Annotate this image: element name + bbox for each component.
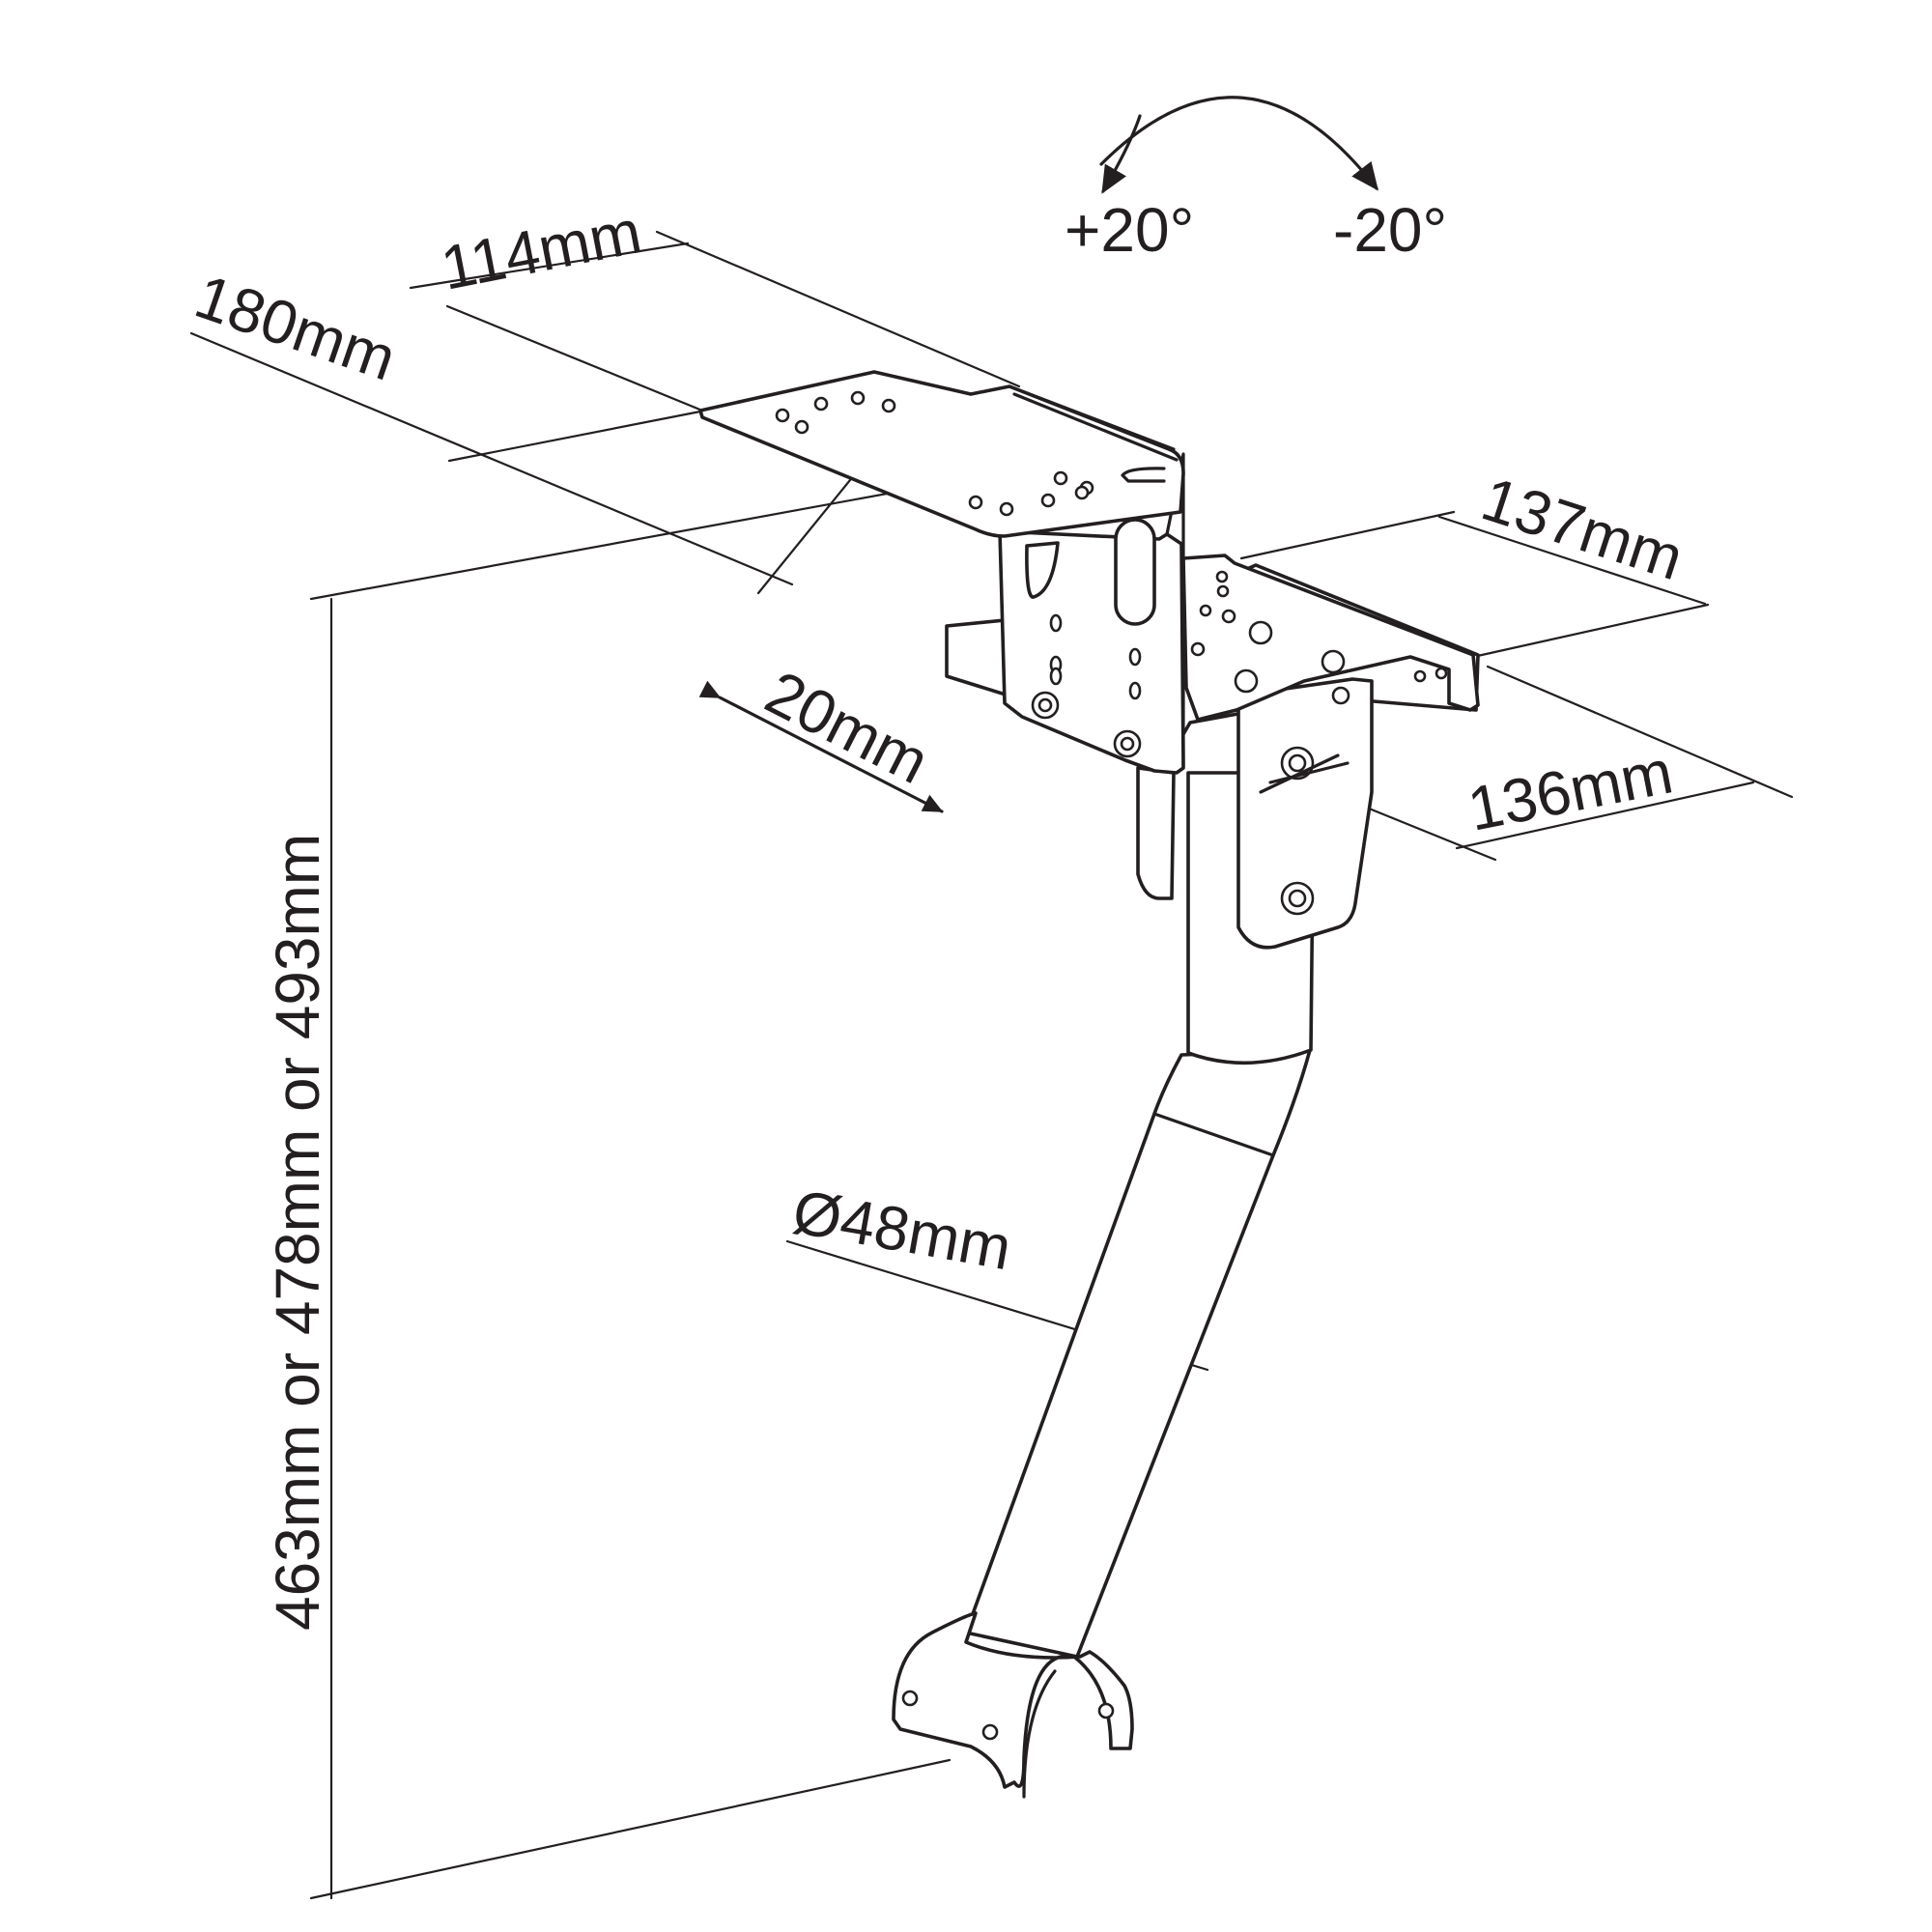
dimension-lines: [189, 230, 1794, 1900]
top-plate-length-label: 180mm: [186, 261, 404, 394]
offset-label: 20mm: [755, 657, 940, 797]
bracket-assembly: [698, 370, 1480, 1799]
tilt-plus-label: +20°: [1065, 195, 1194, 265]
top-plate-width-label: 114mm: [436, 196, 647, 302]
height-options-label: 463mm or 478mm or 493mm: [263, 834, 332, 1631]
tilt-minus-label: -20°: [1333, 195, 1447, 265]
tilt-arc-indicator: +20° -20°: [1065, 96, 1447, 265]
tube-diameter-label: Ø48mm: [788, 1177, 1017, 1283]
lower-plate-width-label: 137mm: [1474, 464, 1691, 593]
lower-plate-length-label: 136mm: [1463, 736, 1678, 843]
